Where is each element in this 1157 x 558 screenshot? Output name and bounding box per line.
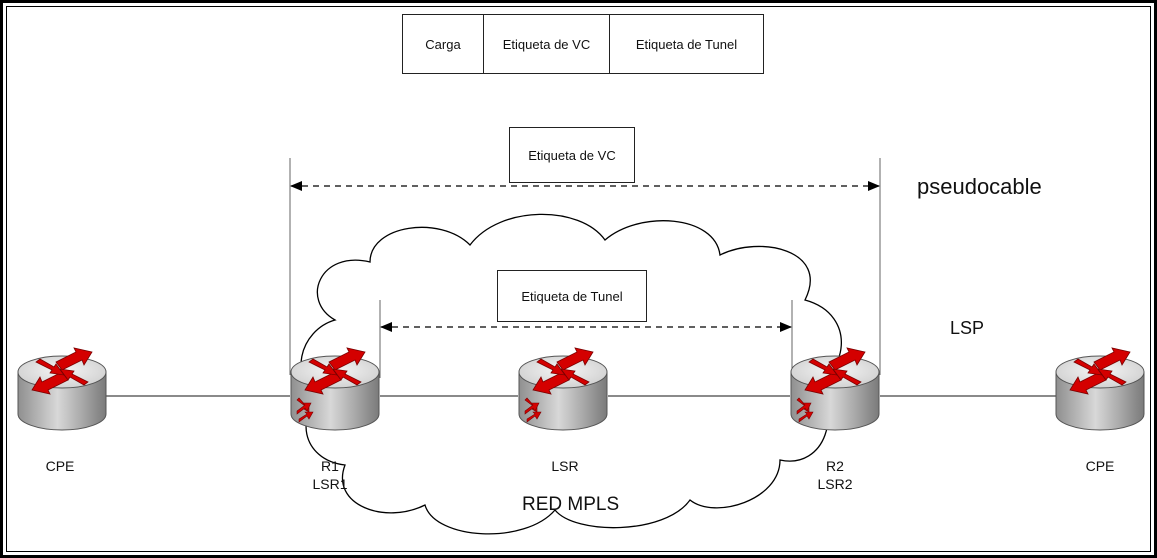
router-icon bbox=[17, 347, 107, 431]
pseudowire-label: pseudocable bbox=[917, 174, 1042, 199]
vc-label-box: Etiqueta de VC bbox=[509, 127, 635, 183]
r2-name: R2 bbox=[826, 458, 844, 474]
r2-label: R2 LSR2 bbox=[800, 457, 870, 493]
cpe-right-label: CPE bbox=[1085, 458, 1115, 474]
cloud-label: RED MPLS bbox=[522, 494, 620, 515]
router-icon bbox=[791, 348, 879, 430]
packet-cell-vc-label: Etiqueta de VC bbox=[483, 14, 610, 74]
r1-sub: LSR1 bbox=[312, 476, 348, 492]
router-icon bbox=[519, 348, 607, 430]
router-icon bbox=[1055, 347, 1145, 431]
router-icon bbox=[291, 348, 379, 430]
lsp-label: LSP bbox=[950, 318, 985, 338]
r1-label: R1 LSR1 bbox=[295, 457, 365, 493]
packet-cell-tunnel-label: Etiqueta de Tunel bbox=[609, 14, 764, 74]
inner-frame bbox=[6, 6, 1151, 552]
lsr-label: LSR bbox=[551, 458, 579, 474]
r1-name: R1 bbox=[321, 458, 339, 474]
packet-cell-payload: Carga bbox=[402, 14, 484, 74]
r2-sub: LSR2 bbox=[817, 476, 853, 492]
tunnel-label-box: Etiqueta de Tunel bbox=[497, 270, 647, 322]
cpe-left-label: CPE bbox=[45, 458, 75, 474]
